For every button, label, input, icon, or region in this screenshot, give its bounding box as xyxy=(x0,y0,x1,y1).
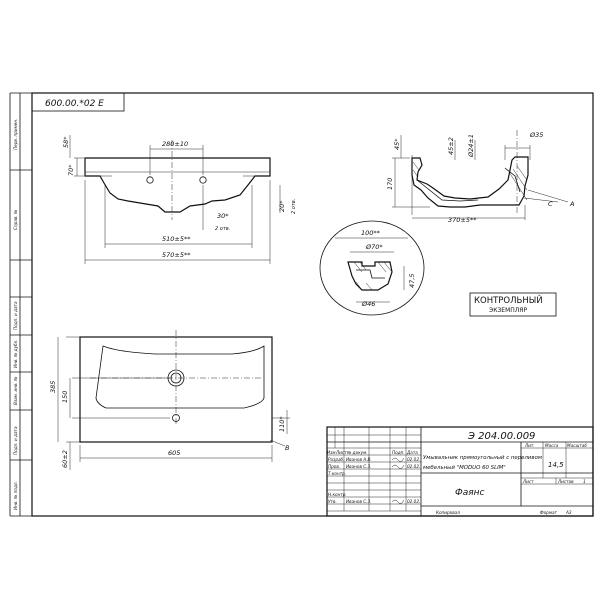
inner-frame xyxy=(31,92,594,517)
label-B: B xyxy=(285,444,290,452)
sheets-label: Листов xyxy=(557,479,574,484)
copied-label: Копировал xyxy=(436,510,460,515)
doc-number: Э 204.00.009 xyxy=(467,431,535,442)
dim-2otv-b: 2 отв. xyxy=(291,199,297,214)
side-label-6: Подп. и дата xyxy=(13,426,18,455)
dim-60: 60±2 xyxy=(61,450,69,468)
role-utv: Утв. xyxy=(328,499,337,504)
dim-45b: 45±2 xyxy=(447,137,455,155)
col-list: Лист xyxy=(335,450,347,455)
col-date: Дата xyxy=(406,450,418,455)
dim-170: 170 xyxy=(386,178,394,190)
dim-47-5: 47,5 xyxy=(408,274,416,288)
section-view: Ø35 370±5** 170 45* 45±2 Ø24±1 C A xyxy=(386,130,574,224)
front-view: 280±10 70* 58* 20* 2 отв. 30* 2 отв. 510… xyxy=(62,135,297,264)
dim-35: Ø35 xyxy=(529,131,543,139)
lit-label: Лит. xyxy=(524,443,535,448)
material: Фаянс xyxy=(455,488,485,498)
side-label-4: Инв. № дубл. xyxy=(13,339,18,368)
side-strip: Перв. примен. Справ. № Подп. и дата Инв.… xyxy=(9,92,32,517)
dim-510: 510±5** xyxy=(162,235,191,243)
dim-2otv-a: 2 отв. xyxy=(215,226,230,232)
dim-20: 20* xyxy=(278,200,286,212)
dim-385: 385 xyxy=(49,381,57,393)
top-code: 600.00.*02 E xyxy=(45,99,104,109)
side-label-5: Взам. инв. № xyxy=(13,376,18,405)
dim-70: 70* xyxy=(67,164,75,176)
dim-605: 605 xyxy=(168,449,180,457)
role-razrab: Разраб. xyxy=(328,457,344,462)
side-label-1: Перв. примен. xyxy=(13,119,18,150)
date-utv: 02.02. xyxy=(407,499,420,504)
title-line1: Умывальник прямоугольный с переливом xyxy=(423,455,542,461)
stamp-line1: КОНТРОЛЬНЫЙ xyxy=(474,294,543,306)
dim-70b: Ø70* xyxy=(365,243,383,251)
dim-45: 45* xyxy=(393,138,401,150)
mass-label: Масса xyxy=(545,443,559,448)
dim-280: 280±10 xyxy=(162,140,188,148)
top-code-box xyxy=(31,92,125,112)
signature-1 xyxy=(391,457,405,462)
name-utv: Иванов С.З. xyxy=(346,499,372,504)
title-block: Э 204.00.009 Умывальник прямоугольный с … xyxy=(326,426,594,517)
sheets-value: 1 xyxy=(583,479,586,484)
col-sign: Подп. xyxy=(392,450,405,455)
role-tkontr: Т.контр. xyxy=(328,471,346,476)
scale-label: Масштаб xyxy=(567,443,587,448)
dim-24: Ø24±1 xyxy=(467,134,475,158)
plan-view: 385 150 60±2 605 110* B xyxy=(49,330,290,470)
stamp-line2: ЭКЗЕМПЛЯР xyxy=(489,307,527,314)
date-razrab: 02.02. xyxy=(407,457,420,462)
detail-view: 100** Ø70* 47,5 Ø46 xyxy=(319,220,425,316)
control-stamp: КОНТРОЛЬНЫЙ ЭКЗЕМПЛЯР xyxy=(469,292,557,317)
format-label: Формат xyxy=(540,510,558,515)
sheet-label: Лист xyxy=(522,479,534,484)
side-label-3: Подп. и дата xyxy=(13,301,18,330)
role-nkontr: Н.контр. xyxy=(328,492,347,497)
dim-110: 110* xyxy=(278,416,286,432)
dim-150: 150 xyxy=(61,391,69,403)
signature-3 xyxy=(391,499,405,504)
role-prov: Пров. xyxy=(328,464,340,469)
mass-value: 14,5 xyxy=(548,461,564,469)
dim-46: Ø46 xyxy=(361,300,375,308)
dim-30: 30* xyxy=(217,212,229,220)
title-line2: мебельный "MODUO 60 SLIM" xyxy=(423,465,506,471)
name-prov: Иванов С.З. xyxy=(346,464,372,469)
side-label-2: Справ. № xyxy=(13,209,18,230)
format-value: А3 xyxy=(565,510,572,515)
label-A: A xyxy=(569,200,574,208)
dim-58: 58* xyxy=(62,136,70,148)
label-C: C xyxy=(548,200,553,208)
dim-570: 570±5** xyxy=(162,251,191,259)
signature-2 xyxy=(391,464,405,469)
col-doc: № докум. xyxy=(346,450,368,455)
name-razrab: Иванов А.В. xyxy=(346,457,372,462)
side-label-7: Инв. № подл. xyxy=(13,481,18,510)
col-izm: Изм xyxy=(327,450,336,455)
dim-100: 100** xyxy=(361,229,381,237)
dim-370: 370±5** xyxy=(448,216,477,224)
date-prov: 02.02. xyxy=(407,464,420,469)
